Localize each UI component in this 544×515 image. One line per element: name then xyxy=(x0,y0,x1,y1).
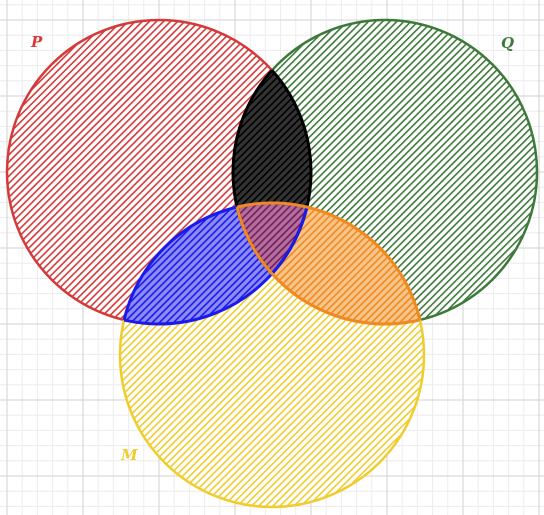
intersection-p-m xyxy=(120,203,311,324)
set-q-label: Q xyxy=(501,34,514,52)
intersection-p-q-outline xyxy=(231,20,311,324)
set-p-label: P xyxy=(30,33,43,51)
set-m-label: M xyxy=(120,446,138,464)
intersection-p-m-outline-2 xyxy=(120,203,313,326)
intersection-q-m xyxy=(233,203,424,324)
intersection-p-q-outline-2 xyxy=(233,20,313,324)
intersection-q-m-outline xyxy=(233,201,426,324)
intersection-q-m-outline-2 xyxy=(231,203,424,326)
